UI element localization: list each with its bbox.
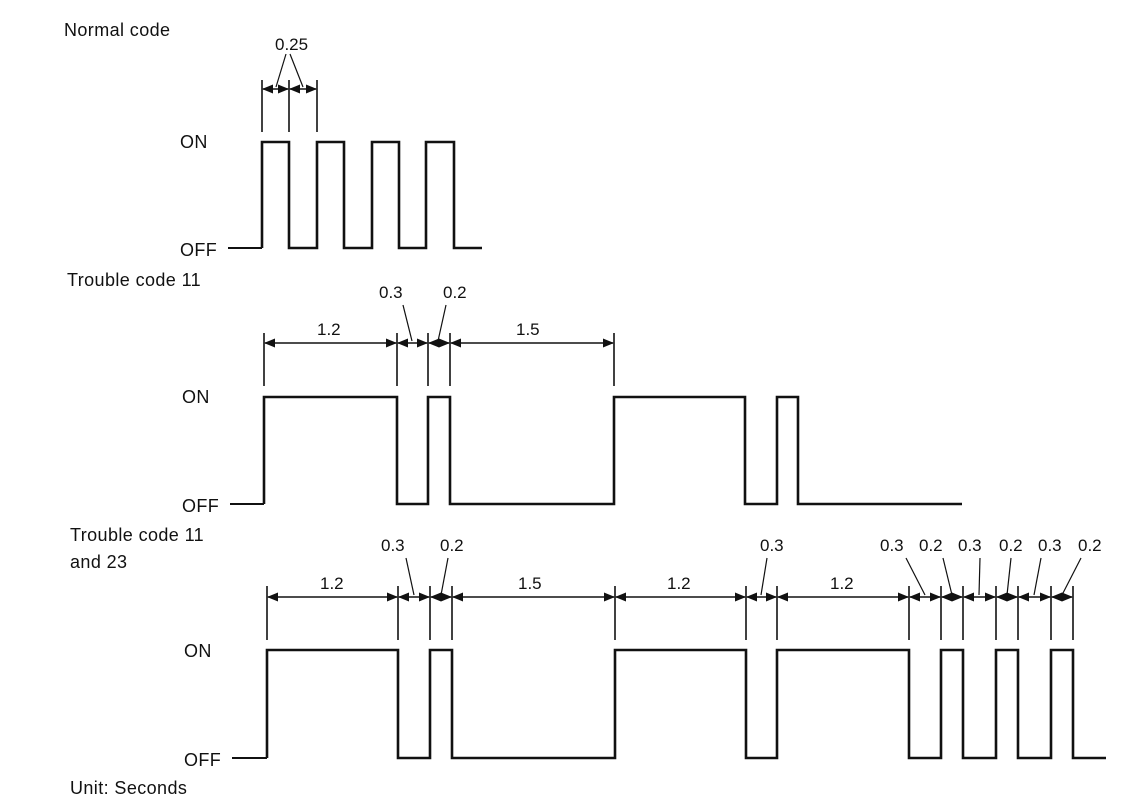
- leader-line: [905, 557, 926, 596]
- dimension-label: 0.3: [381, 536, 405, 555]
- unit-label: Unit: Seconds: [70, 778, 187, 798]
- dimension-label: 1.5: [518, 574, 542, 593]
- dimension-label: 0.3: [880, 536, 904, 555]
- trouble-code-11-and-23-section: Trouble code 11 and 23 ON OFF: [70, 525, 1106, 770]
- leader-line: [405, 557, 415, 596]
- dimension-label: 0.3: [958, 536, 982, 555]
- dimension-label: 1.5: [516, 320, 540, 339]
- dimension-label: 0.2: [999, 536, 1023, 555]
- waveform: [265, 648, 1106, 760]
- waveform: [262, 395, 962, 506]
- waveform: [260, 140, 482, 250]
- leader-line: [1006, 557, 1012, 596]
- dimension-label: 0.2: [440, 536, 464, 555]
- dimension-label: 0.2: [443, 283, 467, 302]
- dimension-label: 1.2: [320, 574, 344, 593]
- dimension-label: 0.25: [275, 35, 308, 54]
- section-title-line-2: and 23: [70, 552, 127, 572]
- dimension-label: 1.2: [830, 574, 854, 593]
- on-label: ON: [184, 641, 212, 661]
- dimension-label: 0.3: [1038, 536, 1062, 555]
- leader-line: [978, 557, 981, 596]
- dimension-label: 0.2: [1078, 536, 1102, 555]
- on-label: ON: [182, 387, 210, 407]
- on-label: ON: [180, 132, 208, 152]
- leader-line: [437, 304, 447, 342]
- normal-code-section: Normal code ON OFF 0.25: [64, 20, 482, 260]
- leader-line: [402, 304, 413, 342]
- dimension-label: 0.3: [379, 283, 403, 302]
- dimension-label: 1.2: [667, 574, 691, 593]
- leader-line: [275, 53, 287, 88]
- leader-line: [440, 557, 449, 596]
- off-label: OFF: [182, 496, 219, 516]
- leader-line: [289, 53, 304, 88]
- leader-line: [760, 557, 768, 596]
- section-title: Trouble code 11: [70, 525, 204, 545]
- dimension-label: 0.2: [919, 536, 943, 555]
- leader-line: [1061, 557, 1082, 596]
- leader-line: [942, 557, 953, 596]
- leader-line: [1033, 557, 1042, 596]
- off-label: OFF: [184, 750, 221, 770]
- section-title: Normal code: [64, 20, 170, 40]
- trouble-code-11-section: Trouble code 11 ON OFF 1.2 0.3 0.2 1.5: [67, 270, 962, 516]
- dimension-label: 1.2: [317, 320, 341, 339]
- section-title: Trouble code 11: [67, 270, 201, 290]
- dimension-label: 0.3: [760, 536, 784, 555]
- off-label: OFF: [180, 240, 217, 260]
